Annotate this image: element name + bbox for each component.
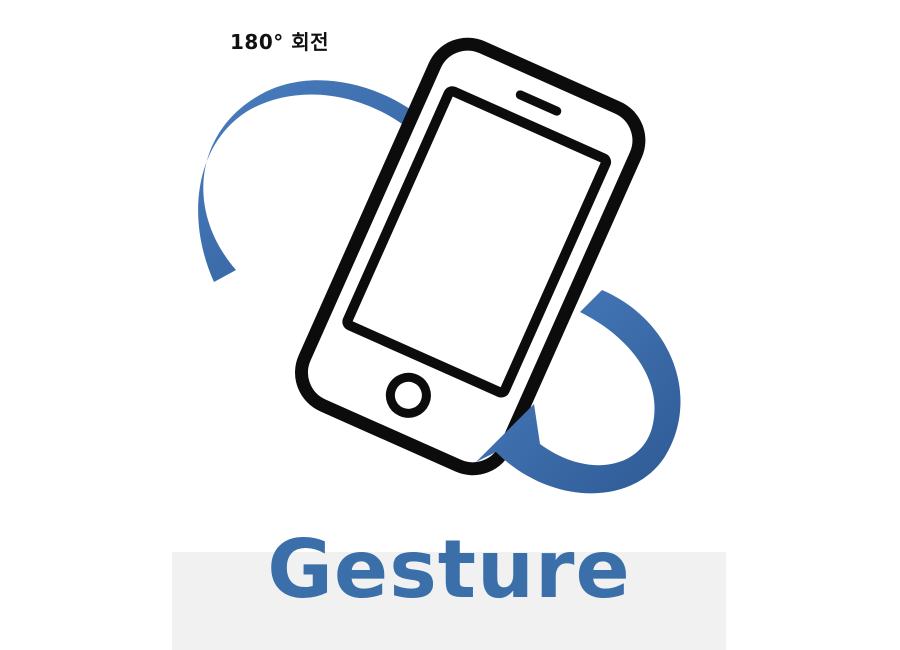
rotate-arrow-top-icon [198, 80, 480, 282]
caption-band [172, 552, 726, 650]
rotation-label: 180° 회전 [230, 30, 330, 54]
gesture-caption: Gesture [267, 523, 631, 616]
rotate-arrow-bottom-icon [476, 290, 681, 494]
smartphone-icon [295, 37, 646, 476]
